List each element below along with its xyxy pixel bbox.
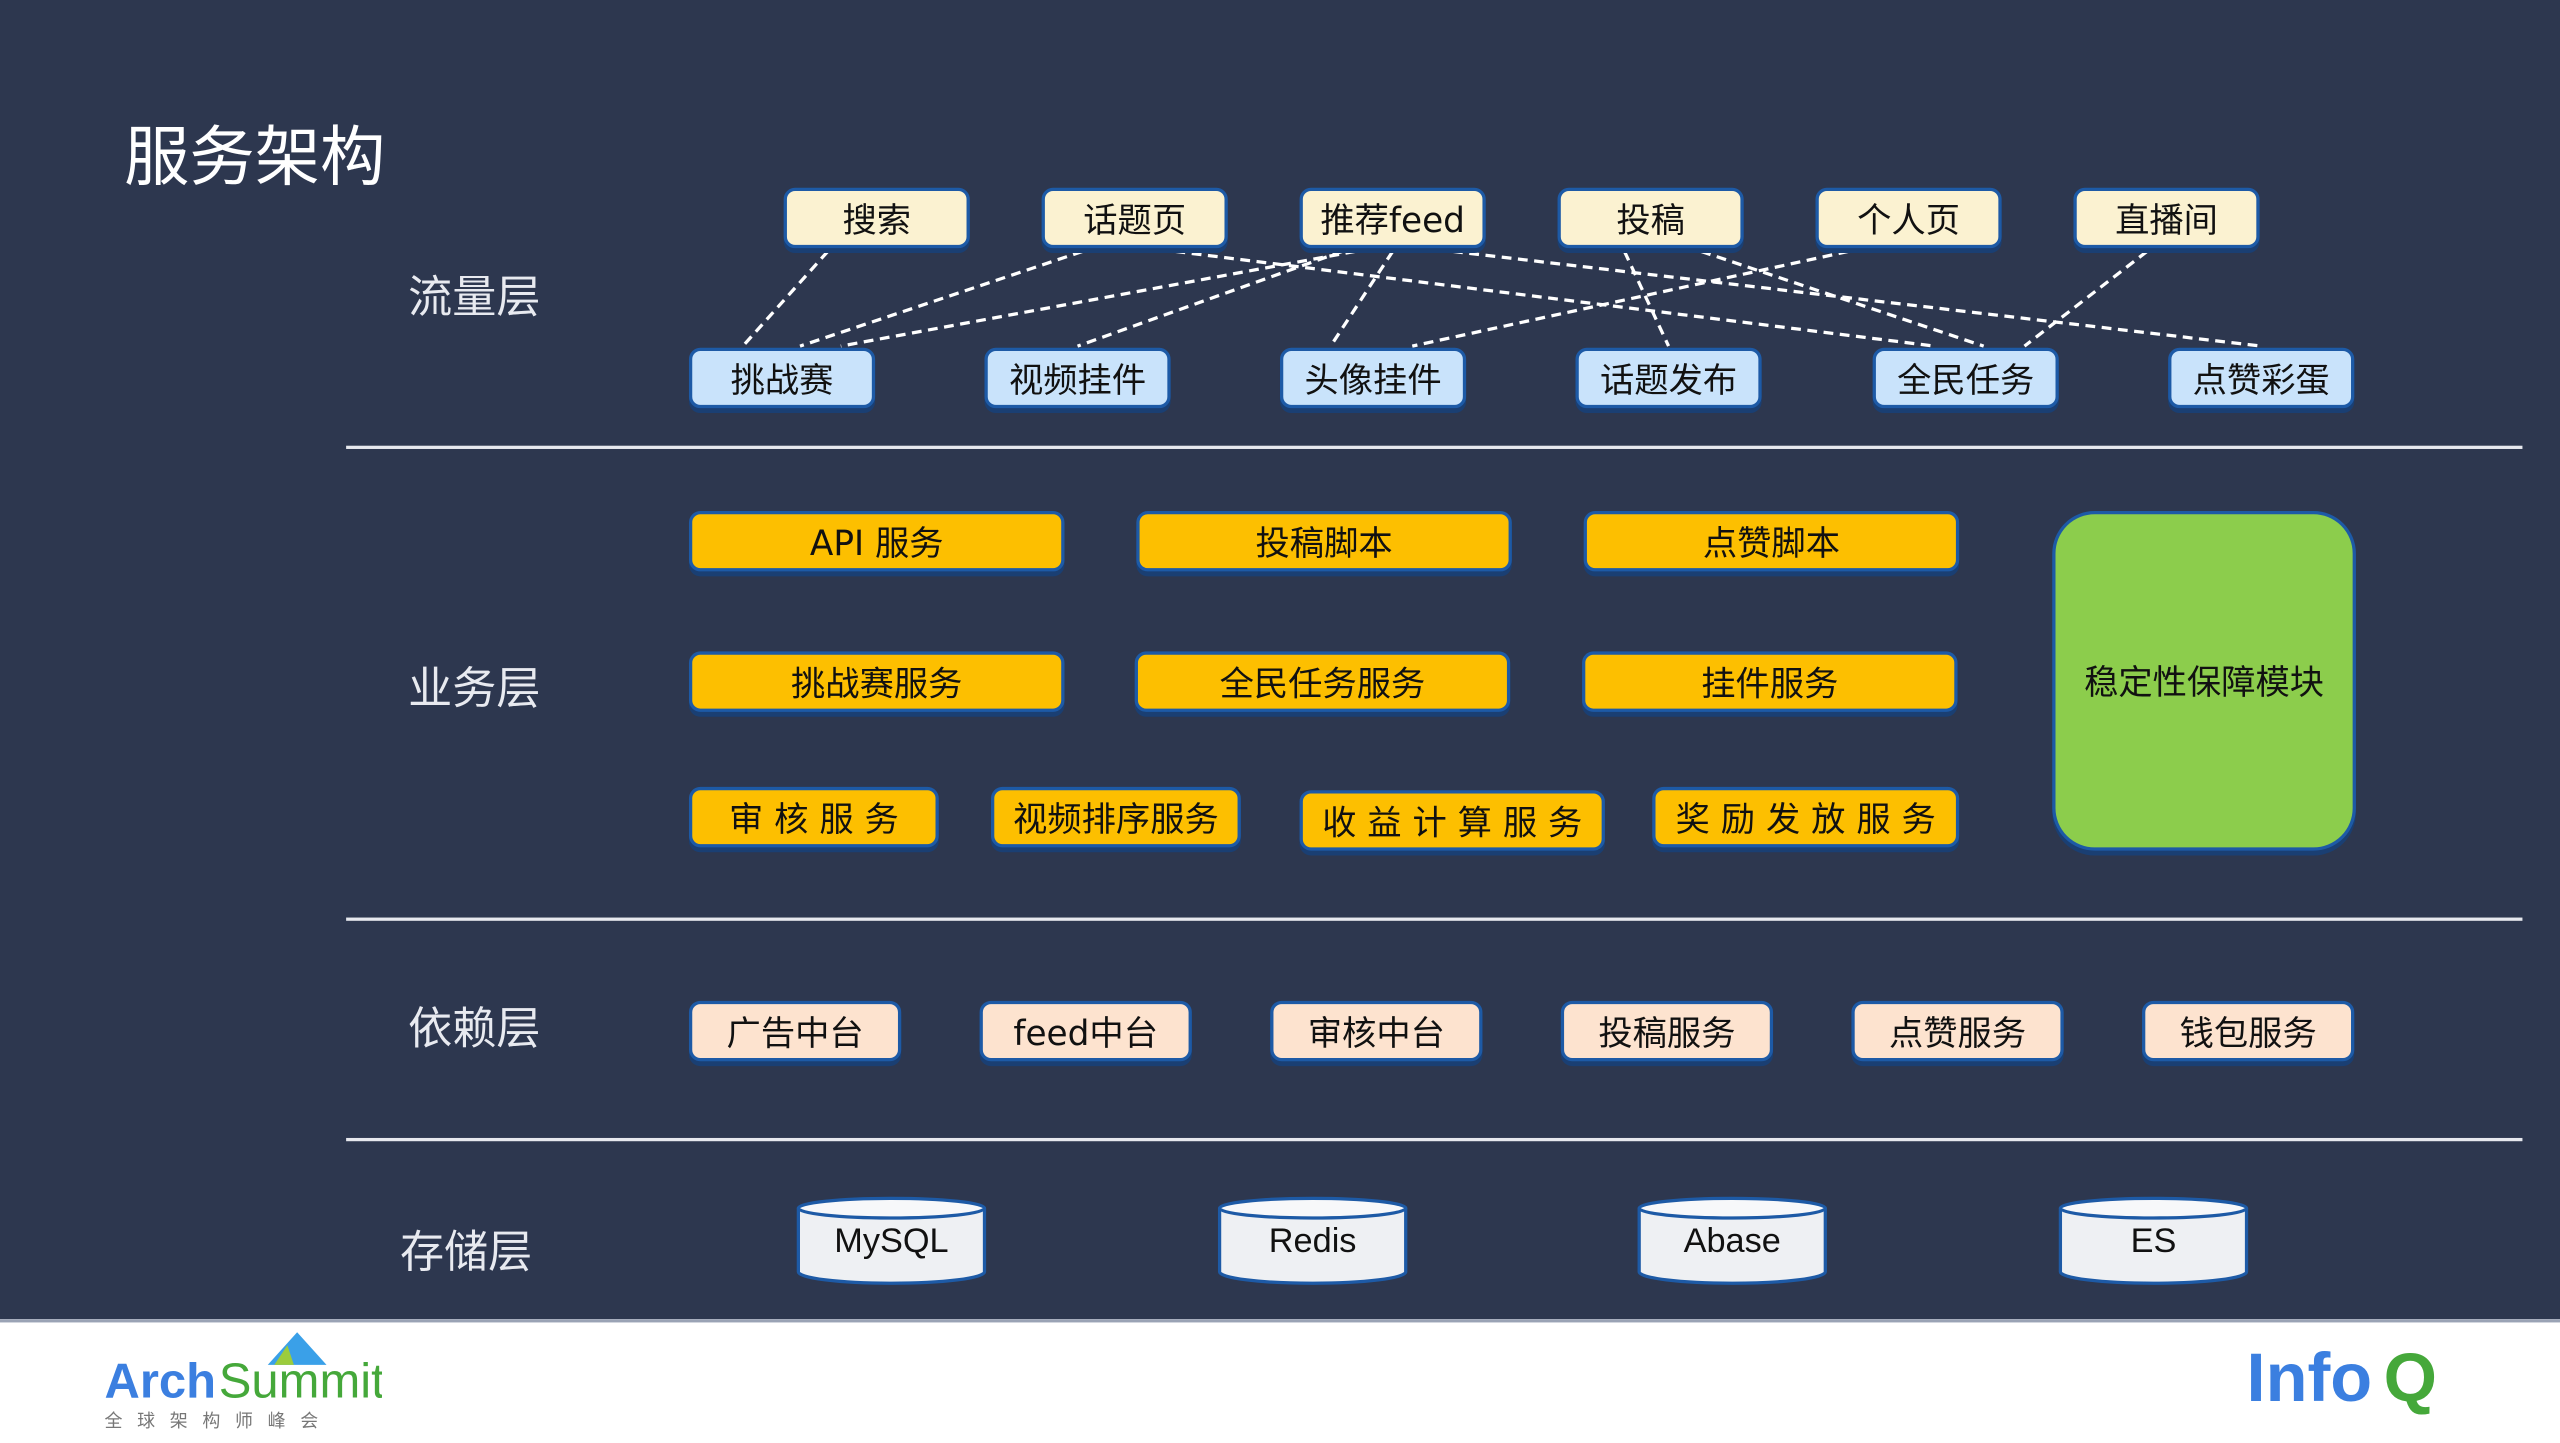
stability-module: 稳定性保障模块: [2052, 511, 2356, 851]
link-line: [2023, 250, 2148, 348]
feature-avatar-widget: 头像挂件: [1279, 347, 1467, 409]
layer-label-business: 业务层: [408, 664, 541, 716]
link-line: [1175, 249, 1935, 348]
storage-label: ES: [2130, 1222, 2177, 1261]
link-line: [1700, 249, 1985, 348]
dep-review-platform: 审核中台: [1270, 1000, 1483, 1062]
entry-search: 搜索: [783, 187, 970, 249]
connection-lines: [741, 249, 2262, 348]
entry-topic-page: 话题页: [1041, 187, 1228, 249]
link-line: [1623, 250, 1671, 347]
svg-text:全球架构师峰会: 全球架构师峰会: [104, 1411, 332, 1432]
database-icon: [1217, 1196, 1408, 1285]
svg-text:Summit: Summit: [219, 1355, 382, 1409]
layer-label-dependency: 依赖层: [408, 1004, 541, 1055]
archsummit-logo: Arch Summit 全球架构师峰会: [104, 1332, 382, 1432]
storage-mysql: MySQL: [795, 1195, 988, 1285]
entry-profile: 个人页: [1815, 187, 2002, 249]
layer-divider: [346, 1137, 2523, 1142]
storage-label: MySQL: [834, 1222, 949, 1261]
service-post-script: 投稿脚本: [1136, 511, 1512, 572]
dep-post-service: 投稿服务: [1560, 1000, 1774, 1062]
service-api: API 服务: [688, 511, 1065, 572]
feature-all-tasks: 全民任务: [1872, 347, 2059, 409]
service-review: 审 核 服 务: [688, 786, 939, 848]
infoq-logo: Info Q: [2247, 1339, 2437, 1416]
link-line: [1411, 249, 1849, 348]
layer-divider: [346, 917, 2523, 921]
entry-post: 投稿: [1557, 187, 1744, 249]
storage-abase: Abase: [1636, 1195, 1829, 1285]
footer: Arch Summit 全球架构师峰会 Info Q: [0, 1319, 2560, 1443]
storage-es: ES: [2057, 1195, 2250, 1285]
layer-label-storage: 存储层: [399, 1227, 533, 1279]
page-title: 服务架构: [124, 120, 386, 196]
feature-like-easter-egg: 点赞彩蛋: [2168, 347, 2355, 409]
service-revenue-calc: 收 益 计 算 服 务: [1299, 790, 1605, 851]
link-line: [741, 250, 829, 348]
database-icon: [1637, 1196, 1827, 1285]
service-widget: 挂件服务: [1582, 651, 1958, 712]
service-like-script: 点赞脚本: [1583, 511, 1960, 572]
storage-label: Redis: [1268, 1222, 1357, 1261]
dep-like-service: 点赞服务: [1851, 1000, 2064, 1062]
storage-label: Abase: [1683, 1222, 1781, 1261]
link-line: [799, 249, 1083, 348]
link-line: [1329, 250, 1395, 348]
layer-divider: [346, 445, 2523, 449]
entry-live-room: 直播间: [2073, 187, 2260, 249]
link-line: [1452, 249, 2262, 348]
service-challenge: 挑战赛服务: [688, 651, 1065, 712]
service-video-ranking: 视频排序服务: [991, 786, 1241, 848]
dep-ad-platform: 广告中台: [688, 1000, 902, 1062]
layer-label-traffic: 流量层: [408, 272, 541, 324]
dep-feed-platform: feed中台: [979, 1000, 1192, 1062]
link-line: [1076, 249, 1343, 348]
service-reward-distribution: 奖 励 发 放 服 务: [1652, 786, 1960, 848]
svg-text:Info: Info: [2247, 1339, 2373, 1416]
svg-text:Q: Q: [2384, 1339, 2437, 1416]
storage-redis: Redis: [1216, 1195, 1409, 1285]
dep-wallet-service: 钱包服务: [2142, 1000, 2355, 1062]
link-line: [840, 249, 1356, 348]
service-all-tasks: 全民任务服务: [1134, 651, 1511, 712]
feature-video-widget: 视频挂件: [984, 347, 1171, 409]
slide: 服务架构 流量层 业务层 依赖层 存储层 搜索 话题页: [0, 0, 2560, 1320]
entry-recommend-feed: 推荐feed: [1299, 187, 1486, 249]
feature-topic-publish: 话题发布: [1575, 347, 1762, 409]
feature-challenge: 挑战赛: [688, 347, 876, 409]
svg-text:Arch: Arch: [104, 1355, 216, 1409]
database-icon: [796, 1196, 987, 1285]
database-icon: [2058, 1196, 2249, 1285]
